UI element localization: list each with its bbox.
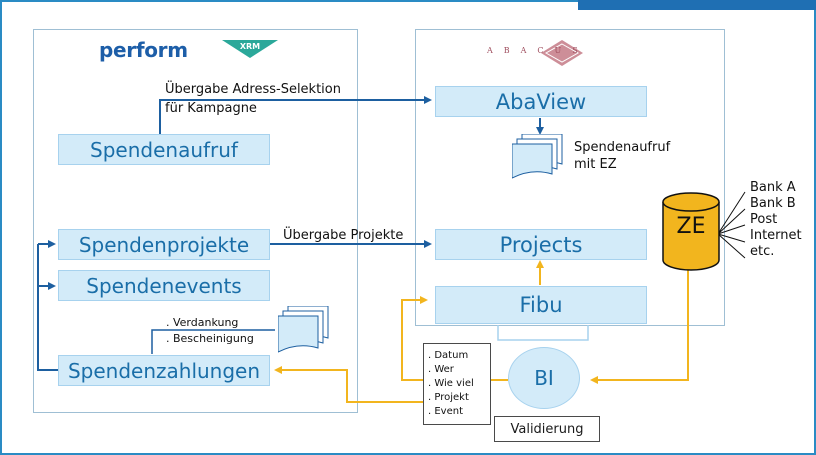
- bank-item: Post: [750, 212, 778, 227]
- abacus-panel: [415, 29, 725, 326]
- bi-fields-list: . Datum . Wer . Wie viel . Projekt . Eve…: [423, 343, 491, 425]
- bi-bracket: [497, 325, 589, 341]
- arrow-ze-bi: [590, 262, 689, 384]
- bank-item: etc.: [750, 244, 775, 259]
- validierung-box: Validierung: [494, 416, 600, 442]
- spendenzahlungen-box: Spendenzahlungen: [58, 355, 270, 386]
- spendenevents-label: Spendenevents: [86, 273, 242, 298]
- spendenaufruf-ez-label-1: Spendenaufruf: [574, 140, 671, 155]
- spendenaufruf-ez-label-2: mit EZ: [574, 157, 617, 172]
- ze-database-icon: [662, 192, 720, 271]
- fibu-box: Fibu: [435, 286, 647, 324]
- document-stack-icon-2: [278, 306, 329, 353]
- bescheinigung-label: . Bescheinigung: [166, 332, 254, 345]
- spendenevents-box: Spendenevents: [58, 270, 270, 301]
- arrow-bi-zahlungen: [274, 366, 423, 403]
- perform-logo: perform: [99, 38, 188, 62]
- spendenprojekte-label: Spendenprojekte: [78, 232, 250, 257]
- bi-field: . Event: [428, 406, 464, 417]
- verdankung-bracket: [151, 329, 275, 354]
- bank-bracket: [717, 191, 746, 259]
- spendenaufruf-label: Spendenaufruf: [90, 137, 238, 162]
- perform-xrm-panel: [33, 29, 358, 413]
- abacus-logo-text: ABACUS: [487, 46, 589, 55]
- abaview-label: AbaView: [495, 89, 587, 114]
- bi-label: BI: [534, 366, 554, 390]
- bi-field: . Projekt: [428, 392, 469, 403]
- bi-field: . Datum: [428, 350, 469, 361]
- xrm-logo-badge: XRM: [222, 40, 278, 58]
- spendenprojekte-box: Spendenprojekte: [58, 229, 270, 260]
- bank-item: Bank B: [750, 196, 796, 211]
- bank-item: Internet: [750, 228, 802, 243]
- validierung-label: Validierung: [510, 421, 584, 437]
- abacus-logo-diamond: [541, 40, 583, 66]
- ze-label: ZE: [676, 214, 706, 239]
- uebergabe-projekte-label: Übergabe Projekte: [283, 228, 404, 243]
- projects-box: Projects: [435, 229, 647, 260]
- bank-item: Bank A: [750, 180, 796, 195]
- xrm-logo-text: XRM: [240, 42, 260, 51]
- abaview-box: AbaView: [435, 86, 647, 117]
- arrow-adress-selektion: [159, 96, 432, 134]
- spendenzahlungen-label: Spendenzahlungen: [67, 358, 261, 383]
- document-stack-icon: [512, 134, 563, 179]
- left-loop-line: [37, 244, 58, 371]
- bi-field: . Wie viel: [428, 378, 474, 389]
- adress-selektion-label-1: Übergabe Adress-Selektion: [165, 82, 341, 97]
- top-accent-bar: [578, 0, 816, 10]
- spendenaufruf-box: Spendenaufruf: [58, 134, 270, 165]
- abacus-logo: ABACUS: [487, 40, 637, 66]
- bi-field: . Wer: [428, 364, 454, 375]
- verdankung-label: . Verdankung: [166, 316, 239, 329]
- adress-selektion-label-2: für Kampagne: [165, 101, 257, 116]
- bank-list: Bank A Bank B Post Internet etc.: [750, 180, 802, 260]
- fibu-label: Fibu: [519, 293, 563, 317]
- bi-circle: BI: [508, 347, 580, 409]
- projects-label: Projects: [499, 232, 583, 257]
